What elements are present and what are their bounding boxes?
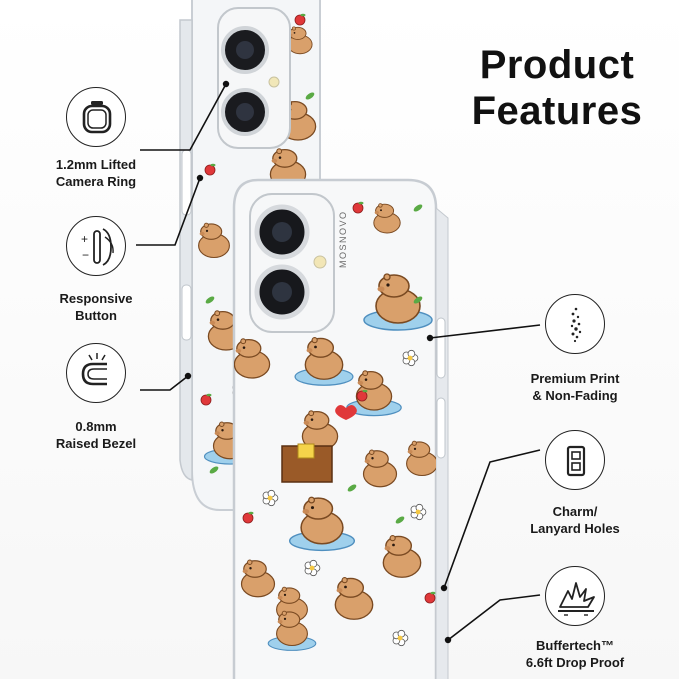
raised-bezel-icon — [66, 343, 126, 403]
feature-drop-line-1: Buffertech™ — [535, 638, 614, 653]
title-line-1: Product — [479, 43, 635, 87]
apple-decor — [204, 163, 216, 176]
apple-decor — [242, 511, 254, 524]
flower-decor — [392, 629, 409, 647]
apple-decor — [356, 389, 368, 402]
capybara-illustration — [363, 273, 433, 331]
leaf-decor — [209, 466, 219, 474]
svg-text:−: − — [82, 248, 89, 262]
leaf-decor — [413, 296, 423, 304]
capybara-illustration — [234, 338, 271, 379]
leaf-decor — [413, 204, 423, 212]
capybara-illustration — [406, 440, 436, 477]
capybara-illustration — [267, 610, 317, 651]
capybara-illustration — [198, 222, 230, 259]
heart-decor — [335, 405, 357, 420]
capybara-illustration — [334, 577, 374, 620]
capybara-illustration — [346, 370, 402, 417]
capybara-illustration — [240, 559, 276, 598]
feature-drop: Buffertech™ 6.6ft Drop Proof — [506, 637, 644, 671]
feature-button-line-2: Button — [75, 308, 117, 323]
feature-drop-line-2: 6.6ft Drop Proof — [525, 655, 625, 670]
capybara-illustration — [287, 26, 313, 55]
flower-decor — [262, 489, 279, 507]
feature-print: Premium Print & Non-Fading — [514, 370, 636, 404]
feature-holes-line-2: Lanyard Holes — [530, 521, 620, 536]
feature-button-line-1: Responsive — [59, 291, 133, 306]
camera-ring-icon — [66, 87, 126, 147]
feature-print-line-1: Premium Print — [530, 371, 620, 386]
flower-decor — [304, 559, 321, 577]
apple-decor — [352, 201, 364, 214]
lanyard-hole-icon — [545, 430, 605, 490]
capybara-illustration — [373, 203, 401, 234]
feature-bezel: 0.8mm Raised Bezel — [36, 418, 156, 452]
leaf-decor — [347, 484, 357, 492]
feature-button: Responsive Button — [36, 290, 156, 324]
capybara-illustration — [288, 496, 356, 552]
print-dots-icon — [545, 294, 605, 354]
title-line-2: Features — [471, 89, 643, 133]
feature-holes-line-1: Charm/ — [552, 504, 598, 519]
capybara-illustration — [382, 535, 422, 578]
leaf-decor — [305, 92, 315, 100]
leaf-decor — [395, 516, 405, 524]
front-phone-case — [232, 178, 449, 679]
feature-bezel-line-2: Raised Bezel — [55, 436, 137, 451]
apple-decor — [200, 393, 212, 406]
apple-decor — [424, 591, 436, 604]
button-press-icon: + − — [66, 216, 126, 276]
flower-decor — [410, 503, 427, 521]
page-title: Product Features — [446, 42, 668, 134]
impact-burst-icon — [545, 566, 605, 626]
svg-text:+: + — [81, 232, 88, 246]
feature-print-line-2: & Non-Fading — [532, 388, 618, 403]
feature-holes: Charm/ Lanyard Holes — [514, 503, 636, 537]
feature-camera-ring-line-1: 1.2mm Lifted — [55, 157, 137, 172]
feature-camera-ring-line-2: Camera Ring — [55, 174, 137, 189]
apple-decor — [294, 13, 306, 26]
capybara-illustration — [301, 410, 339, 451]
flower-decor — [402, 349, 419, 367]
feature-camera-ring: 1.2mm Lifted Camera Ring — [36, 156, 156, 190]
feature-bezel-line-1: 0.8mm — [75, 419, 117, 434]
leaf-decor — [205, 296, 215, 304]
capybara-illustration — [294, 337, 354, 386]
capybara-illustration — [362, 449, 398, 488]
